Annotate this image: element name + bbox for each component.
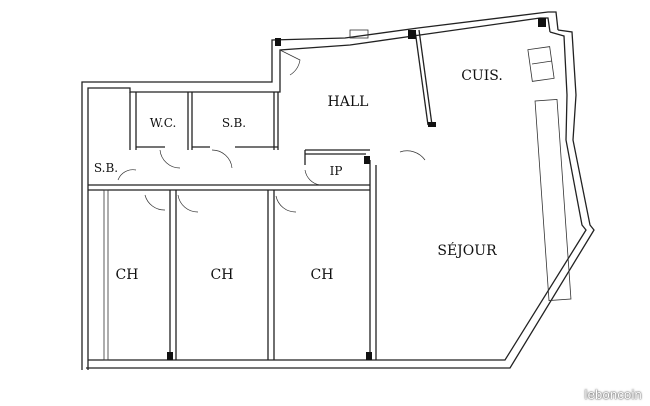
outer-walls: [81, 11, 595, 370]
fixtures: [103, 29, 572, 361]
label-sb-lower: S.B.: [94, 161, 118, 175]
label-sb-upper: S.B.: [222, 116, 246, 130]
label-ch-2: CH: [211, 267, 234, 283]
label-cuisine: CUIS.: [461, 68, 503, 84]
label-ch-3: CH: [311, 267, 334, 283]
room-labels: HALL CUIS. W.C. S.B. S.B. IP SÉJOUR CH C…: [94, 68, 503, 283]
label-ip: IP: [330, 164, 343, 178]
label-hall: HALL: [328, 94, 369, 110]
label-ch-1: CH: [116, 267, 139, 283]
label-sejour: SÉJOUR: [437, 241, 497, 259]
interior-walls: [88, 29, 433, 361]
watermark-logo: leboncoin: [584, 387, 642, 402]
label-wc: W.C.: [150, 116, 177, 130]
columns: [167, 18, 546, 360]
doors: [117, 49, 426, 213]
